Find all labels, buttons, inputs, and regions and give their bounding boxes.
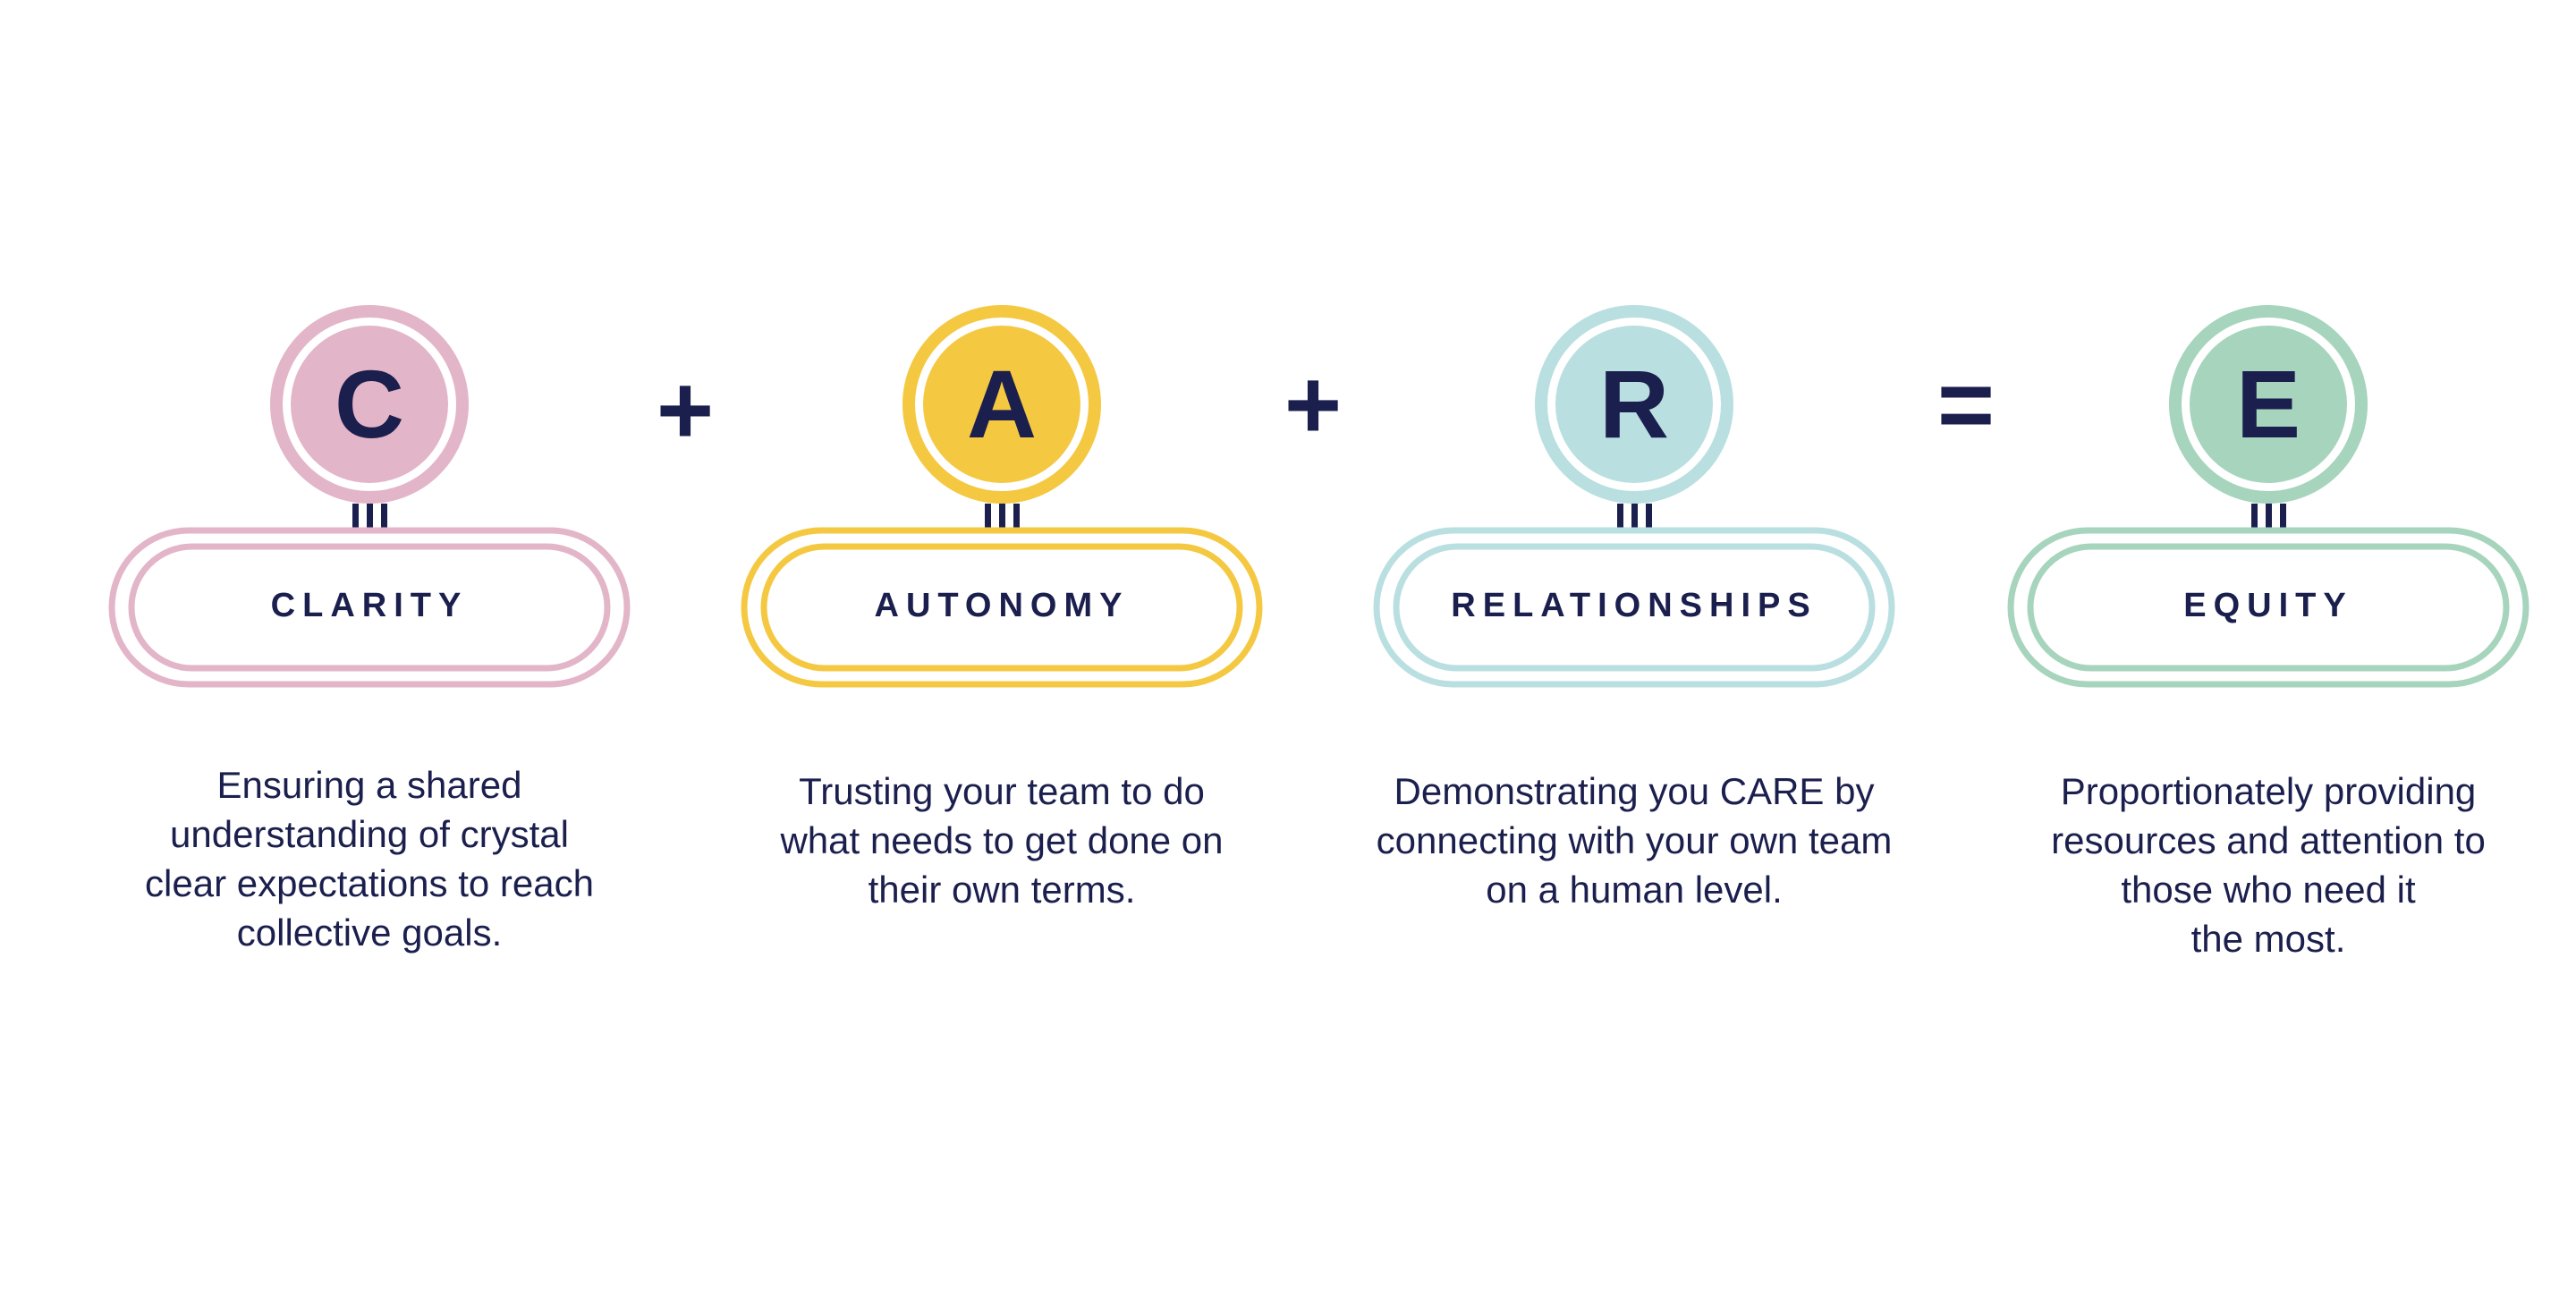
description-line: Proportionately providing: [2060, 770, 2477, 812]
letter-circle-outer-ring: [1535, 305, 1733, 504]
description-line: clear expectations to reach: [145, 862, 594, 904]
pillar-description: Proportionately providing resources and a…: [1973, 767, 2563, 963]
pillar-description: Demonstrating you CARE by connecting with…: [1339, 767, 1929, 914]
description-line: their own terms.: [868, 869, 1136, 911]
badge-graphic: [108, 305, 631, 688]
letter-circle-outer-ring: [2169, 305, 2368, 504]
letter: C: [335, 350, 404, 458]
label-pill-inner: [128, 543, 611, 672]
label-pill-inner: [760, 543, 1243, 672]
connector-icon: [1617, 504, 1652, 529]
pillar-label: EQUITY: [2183, 587, 2353, 624]
badge-graphic: [741, 305, 1263, 688]
badge-graphic: [2007, 305, 2529, 688]
label-pill-outer: [741, 527, 1263, 688]
equals-operator: =: [1936, 350, 1996, 460]
care-column-relationships: R RELATIONSHIPS Demonstrating you CARE b…: [1321, 0, 1947, 1073]
letter: E: [2235, 350, 2301, 458]
care-column-equity: E EQUITY Proportionately providing resour…: [1955, 0, 2576, 1073]
pillar-label: RELATIONSHIPS: [1451, 587, 1818, 624]
description-line: Ensuring a shared: [216, 764, 522, 806]
description-line: the most.: [2190, 918, 2346, 960]
letter-circle: [1555, 326, 1713, 483]
description-line: resources and attention to: [2051, 819, 2486, 861]
pillar-description: Trusting your team to do what needs to ge…: [707, 767, 1297, 914]
label-pill-outer: [2007, 527, 2529, 688]
pillar-label: CLARITY: [270, 587, 469, 624]
description-line: collective goals.: [236, 911, 503, 954]
description-line: what needs to get done on: [780, 819, 1224, 861]
description-line: Trusting your team to do: [799, 770, 1205, 812]
description-line: connecting with your own team: [1376, 819, 1893, 861]
pillar-description: Ensuring a shared understanding of crysta…: [74, 760, 665, 957]
description-line: those who need it: [2121, 869, 2416, 911]
plus-operator: +: [656, 355, 715, 465]
letter-circle-outer-ring: [902, 305, 1101, 504]
connector-icon: [352, 504, 387, 529]
badge-graphic: [1373, 305, 1895, 688]
label-pill-inner: [2027, 543, 2510, 672]
letter: A: [967, 350, 1037, 458]
label-pill-outer: [108, 527, 631, 688]
connector-icon: [2251, 504, 2286, 529]
plus-operator: +: [1284, 350, 1343, 460]
pillar-label: AUTONOMY: [874, 587, 1130, 624]
letter-circle: [923, 326, 1080, 483]
care-column-clarity: C CLARITY Ensuring a shared understanding…: [56, 0, 682, 1073]
label-pill-inner: [1393, 543, 1876, 672]
description-line: on a human level.: [1486, 869, 1783, 911]
letter-circle-outer-ring: [270, 305, 469, 504]
letter-circle: [291, 326, 448, 483]
letter: R: [1599, 350, 1669, 458]
care-column-autonomy: A AUTONOMY Trusting your team to do what …: [689, 0, 1315, 1073]
label-pill-outer: [1373, 527, 1895, 688]
letter-circle: [2190, 326, 2347, 483]
description-line: Demonstrating you CARE by: [1394, 770, 1875, 812]
description-line: understanding of crystal: [170, 813, 569, 855]
connector-icon: [985, 504, 1020, 529]
